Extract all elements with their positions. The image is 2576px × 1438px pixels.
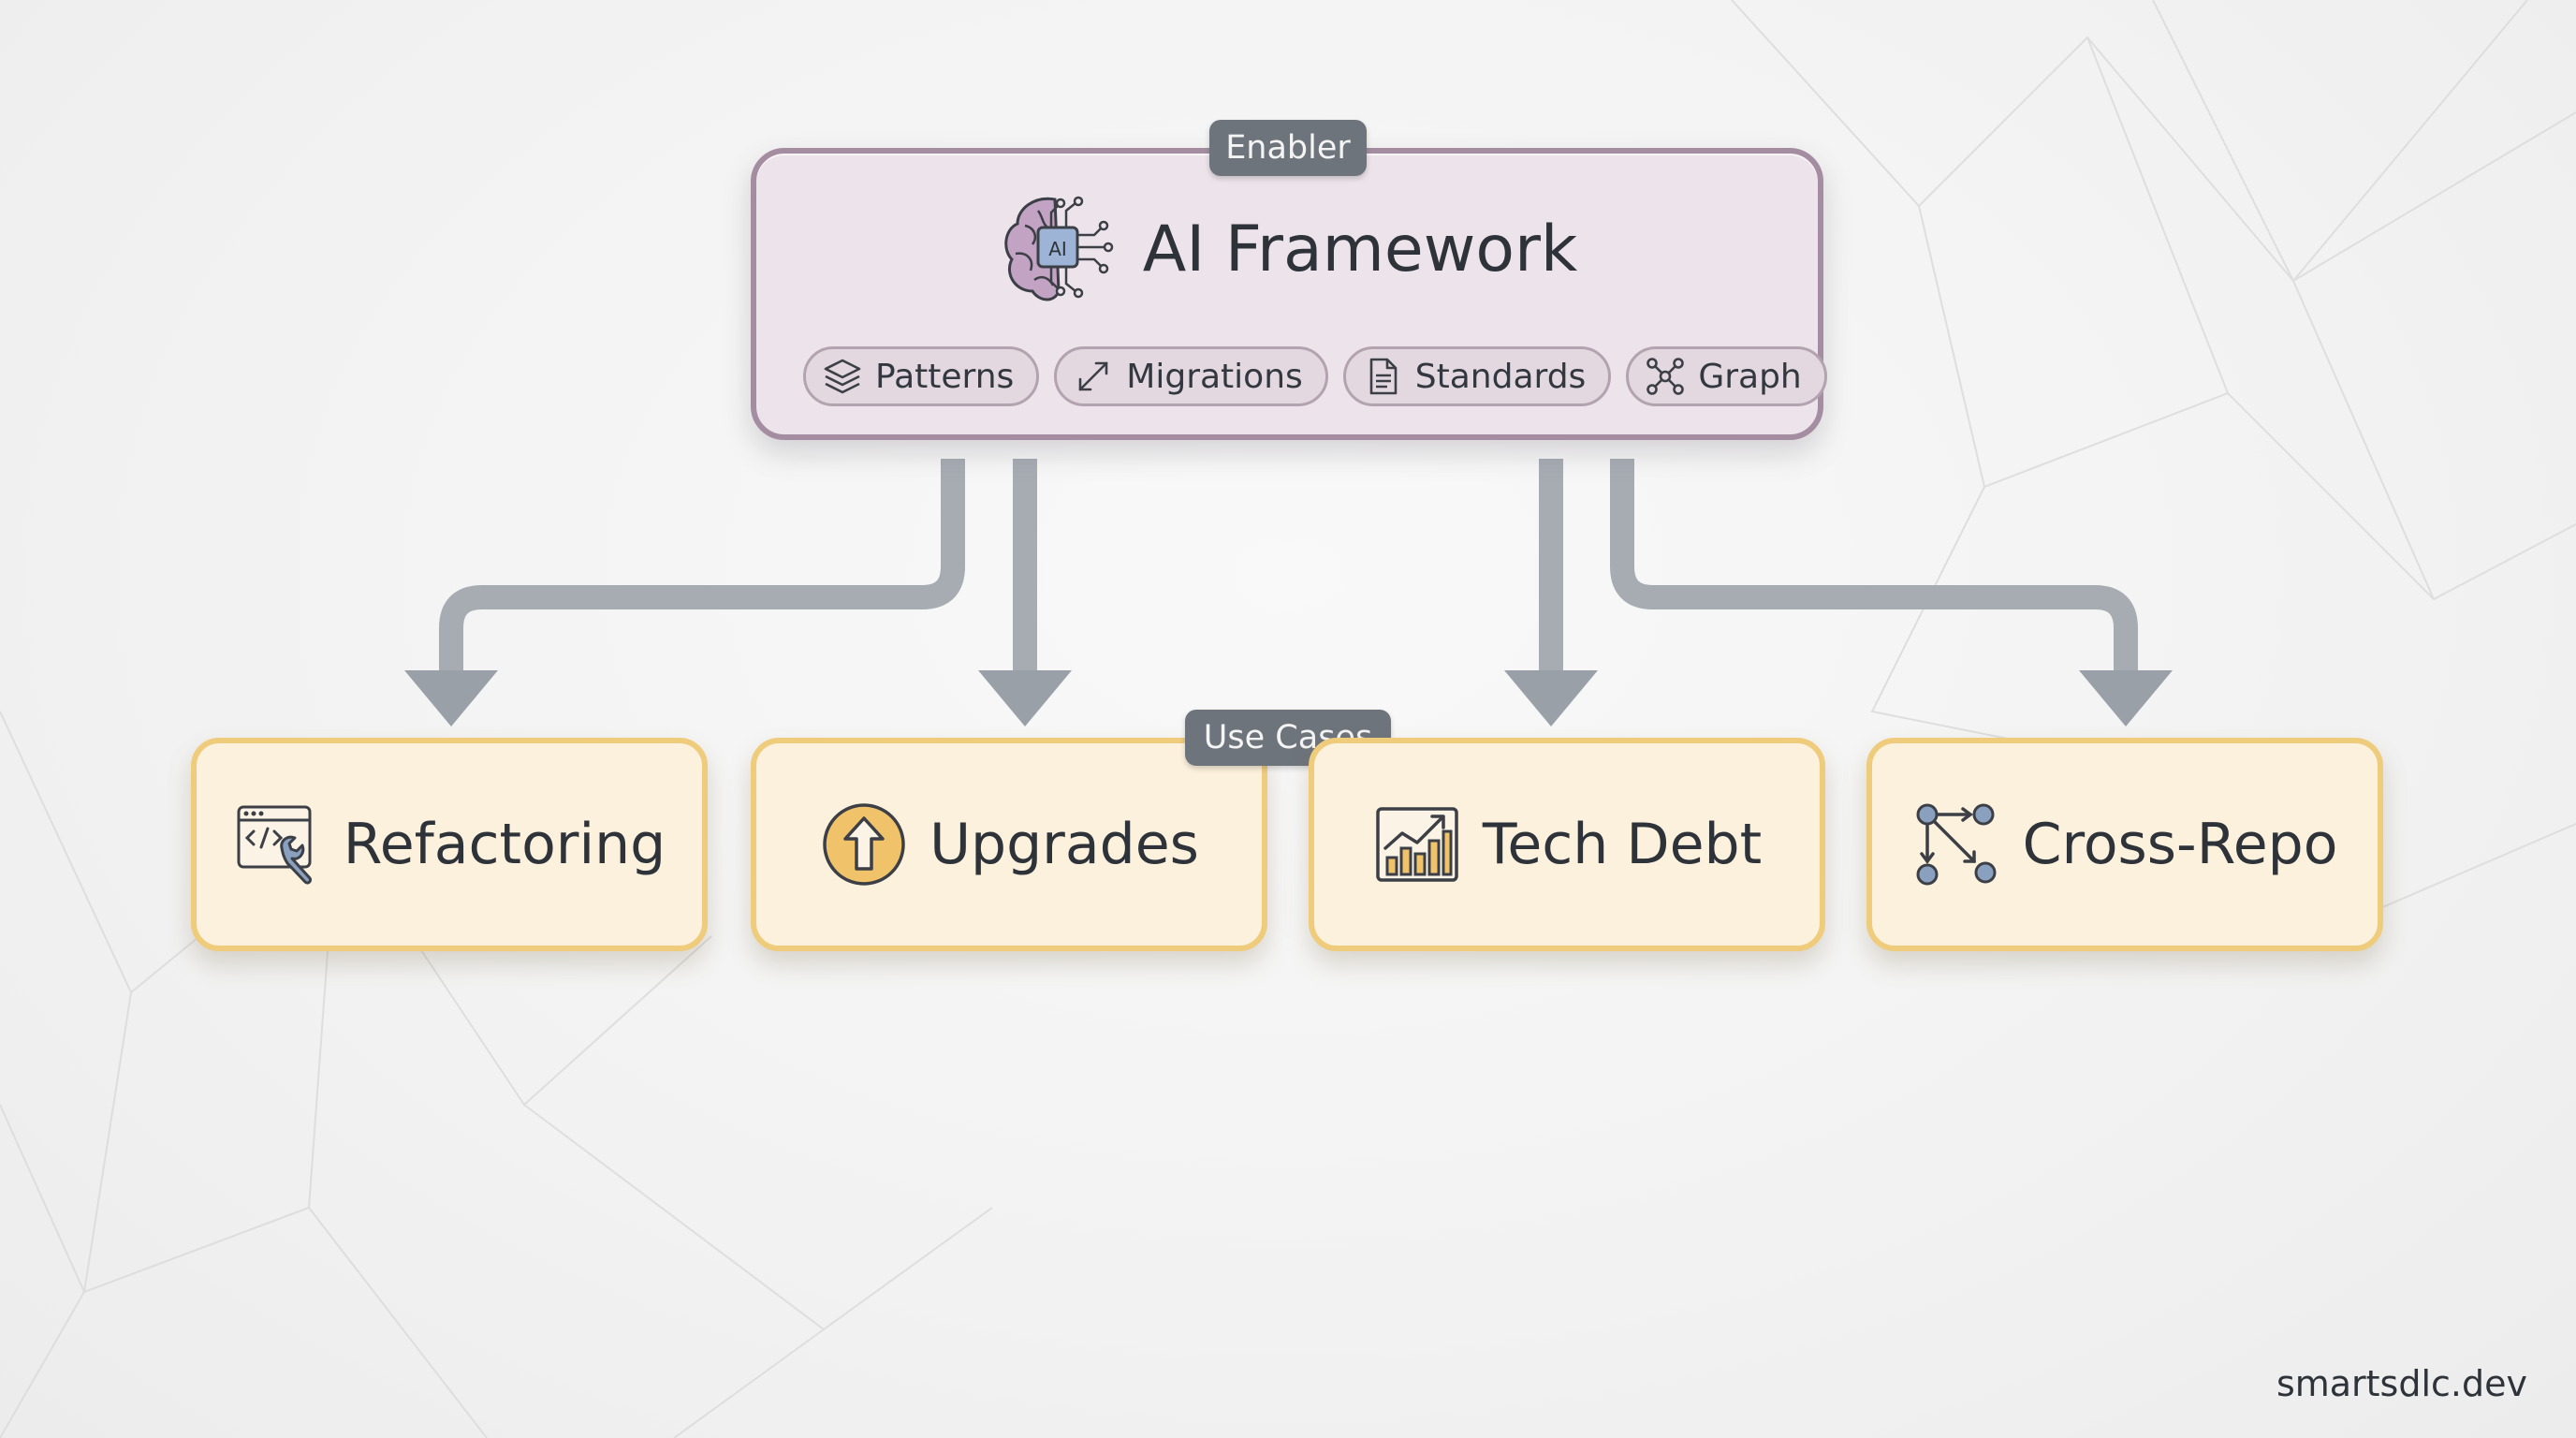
graph-nodes-icon: [1647, 358, 1685, 395]
arrowhead-cross-repo: [2079, 670, 2173, 726]
arrow-to-cross-repo: [1610, 459, 2138, 674]
arrowhead-tech-debt: [1504, 670, 1598, 726]
framework-chip-row: Patterns Migrations Standards: [803, 346, 1827, 406]
ai-framework-box: AI AI Framework Patterns: [751, 148, 1827, 440]
use-case-label: Cross-Repo: [2022, 812, 2338, 877]
use-case-refactoring[interactable]: Refactoring: [191, 738, 708, 951]
code-window-wrench-icon: [237, 805, 312, 885]
chip-label: Migrations: [1126, 357, 1303, 396]
chip-standards[interactable]: Standards: [1342, 346, 1612, 406]
use-case-label: Upgrades: [929, 812, 1199, 877]
bar-chart-trend-icon: [1376, 807, 1458, 882]
expand-arrows-icon: [1078, 361, 1108, 391]
chip-graph[interactable]: Graph: [1626, 346, 1827, 406]
layers-icon: [824, 359, 861, 394]
arrowhead-upgrades: [978, 670, 1072, 726]
svg-text:AI: AI: [1048, 238, 1067, 260]
footer-site-link[interactable]: smartsdlc.dev: [2276, 1363, 2527, 1404]
use-case-label: Refactoring: [343, 812, 666, 877]
chip-migrations[interactable]: Migrations: [1054, 346, 1328, 406]
framework-title: AI Framework: [1142, 212, 1578, 286]
arrow-to-refactoring: [439, 459, 965, 674]
chip-label: Standards: [1414, 357, 1587, 396]
upgrade-arrow-icon: [823, 803, 905, 886]
chip-label: Graph: [1698, 357, 1802, 396]
chip-patterns[interactable]: Patterns: [803, 346, 1040, 406]
use-case-upgrades[interactable]: Upgrades: [751, 738, 1267, 951]
ai-brain-chip-icon: AI: [1004, 196, 1113, 301]
enabler-tag: Enabler: [1209, 120, 1367, 176]
chip-label: Patterns: [875, 357, 1015, 396]
repo-network-icon: [1916, 803, 1997, 886]
framework-header: AI AI Framework: [756, 191, 1818, 307]
use-case-cross-repo[interactable]: Cross-Repo: [1866, 738, 2383, 951]
use-case-tech-debt[interactable]: Tech Debt: [1309, 738, 1825, 951]
arrowhead-refactoring: [404, 670, 498, 726]
use-case-label: Tech Debt: [1482, 812, 1763, 877]
document-icon: [1369, 358, 1398, 395]
